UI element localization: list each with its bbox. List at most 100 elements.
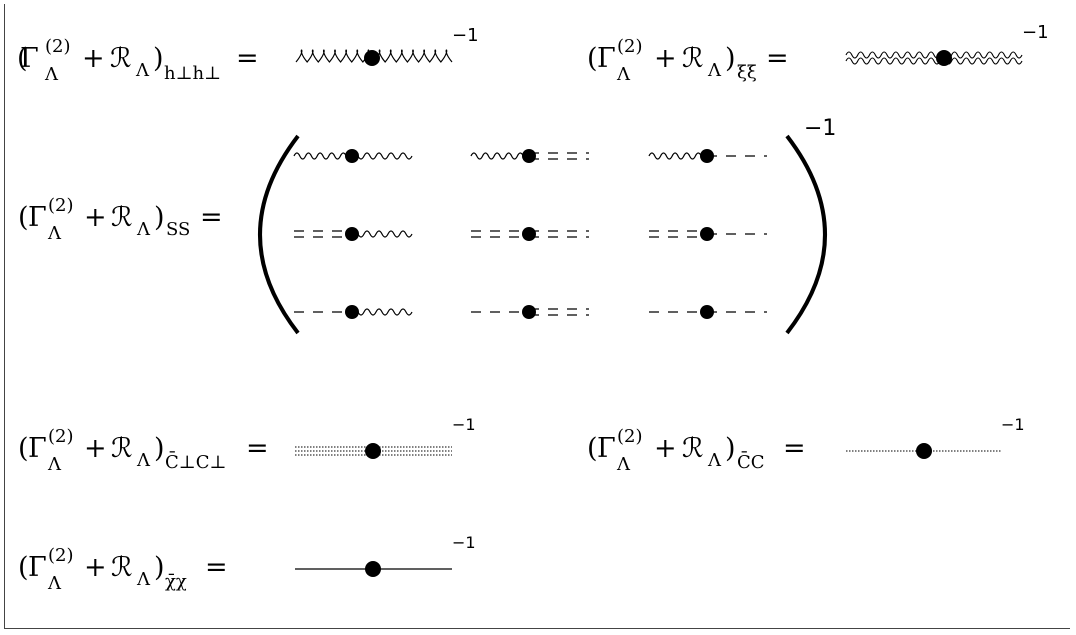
propagator-left-wavy — [470, 152, 530, 160]
superscript: (2) — [45, 36, 71, 57]
wavy-line — [845, 51, 1023, 59]
subscript-lambda: Λ — [47, 573, 62, 594]
propagator-left-wavy — [648, 152, 708, 160]
gamma-symbol: Γ — [28, 202, 47, 233]
equals-sign: = — [766, 43, 789, 74]
vertex-dot — [365, 561, 381, 577]
vertex-dot — [522, 227, 536, 241]
equals-sign: = — [205, 552, 228, 583]
vertex-dot — [700, 149, 714, 163]
vertex-dot — [345, 149, 359, 163]
equals-sign: = — [783, 433, 806, 464]
subscript-lambda: Λ — [616, 454, 631, 475]
plus-sign: + — [654, 433, 677, 464]
matrix-cell-2-1 — [471, 305, 589, 319]
vertex-dot — [345, 227, 359, 241]
equation-c: ( Γ (2) Λ + ℛ Λ ) C̄C = −1 — [587, 415, 1025, 475]
equation-subscript: C̄C — [737, 450, 765, 473]
svg-text:): ) — [154, 202, 165, 233]
svg-text:(: ( — [587, 43, 598, 74]
matrix-cell-0-2 — [648, 149, 767, 163]
gamma-symbol: Γ — [597, 433, 616, 464]
equation-chi: ( Γ (2) Λ + ℛ Λ ) χ̄χ = −1 — [18, 533, 476, 594]
equals-sign: = — [236, 43, 259, 74]
subscript-lambda: Λ — [707, 450, 722, 471]
svg-text:(: ( — [587, 433, 598, 464]
plus-sign: + — [84, 433, 107, 464]
matrix-cell-1-2 — [649, 227, 767, 241]
matrix-cell-1-1 — [471, 227, 589, 241]
plus-sign: + — [82, 43, 105, 74]
left-parenthesis — [258, 134, 300, 335]
svg-text:(: ( — [18, 433, 29, 464]
equation-ss: ( Γ (2) Λ + ℛ Λ ) SS = −1 — [18, 116, 836, 335]
gamma-symbol: Γ — [28, 433, 47, 464]
vertex-dot — [364, 50, 380, 66]
superscript: (2) — [48, 545, 74, 566]
vertex-dot — [522, 149, 536, 163]
superscript: (2) — [48, 426, 74, 447]
propagator-right-wavy — [351, 152, 413, 160]
gamma-symbol: Γ — [28, 552, 47, 583]
equation-subscript: ξξ — [737, 62, 757, 83]
svg-text:): ) — [154, 552, 165, 583]
svg-text:): ) — [153, 43, 164, 74]
wavy-line — [845, 57, 1023, 65]
propagator-matrix — [293, 149, 767, 319]
matrix-cell-1-0 — [294, 227, 413, 241]
equation-subscript: C̄⊥C⊥ — [165, 450, 226, 473]
regulator-symbol: ℛ — [682, 43, 704, 74]
svg-text:): ) — [725, 43, 736, 74]
gamma-symbol: Γ — [20, 43, 39, 74]
regulator-symbol: ℛ — [110, 43, 132, 74]
inverse-exponent: −1 — [1022, 22, 1049, 43]
vertex-dot — [700, 227, 714, 241]
equation-subscript: SS — [166, 219, 190, 240]
inverse-exponent: −1 — [1001, 415, 1025, 434]
double-wavy-propagator — [845, 51, 1023, 65]
equals-sign: = — [200, 202, 223, 233]
vertex-dot — [700, 305, 714, 319]
equals-sign: = — [246, 433, 269, 464]
inverse-exponent: −1 — [452, 25, 479, 46]
svg-text:): ) — [154, 433, 165, 464]
svg-text:): ) — [725, 433, 736, 464]
superscript: (2) — [617, 426, 643, 447]
svg-text:(: ( — [17, 43, 28, 74]
plus-sign: + — [84, 552, 107, 583]
diagram-frame — [4, 4, 1070, 629]
superscript: (2) — [617, 36, 643, 57]
subscript-lambda: Λ — [616, 64, 631, 85]
right-parenthesis — [785, 134, 827, 335]
propagator-right-wavy — [351, 230, 413, 238]
regulator-symbol: ℛ — [111, 552, 133, 583]
inverse-exponent: −1 — [804, 116, 836, 141]
vertex-dot — [522, 305, 536, 319]
subscript-lambda: Λ — [47, 223, 62, 244]
equation-subscript: χ̄χ — [165, 571, 187, 592]
regulator-symbol: ℛ — [111, 202, 133, 233]
subscript-lambda: Λ — [47, 454, 62, 475]
regulator-symbol: ℛ — [682, 433, 704, 464]
subscript-lambda: Λ — [135, 60, 150, 81]
subscript-lambda: Λ — [44, 64, 59, 85]
regulator-symbol: ℛ — [111, 433, 133, 464]
equation-xi: ( Γ (2) Λ + ℛ Λ ) ξξ = −1 — [587, 22, 1049, 85]
vertex-dot — [365, 443, 381, 459]
equation-c-perp: ( Γ (2) Λ + ℛ Λ ) C̄⊥C⊥ = −1 — [18, 415, 476, 475]
propagator-right-wavy — [351, 308, 413, 316]
vertex-dot — [936, 50, 952, 66]
matrix-cell-2-2 — [649, 305, 767, 319]
matrix-cell-0-0 — [293, 149, 413, 163]
subscript-lambda: Λ — [136, 450, 151, 471]
svg-text:(: ( — [18, 552, 29, 583]
plus-sign: + — [654, 43, 677, 74]
vertex-dot — [916, 443, 932, 459]
svg-text:(: ( — [18, 202, 29, 233]
propagator-left-wavy — [293, 152, 353, 160]
plus-sign: + — [84, 202, 107, 233]
matrix-cell-2-0 — [294, 305, 413, 319]
equation-h-perp: Γ ( (2) Λ + ℛ Λ ) h⊥h⊥ = −1 — [17, 25, 479, 85]
superscript: (2) — [48, 195, 74, 216]
